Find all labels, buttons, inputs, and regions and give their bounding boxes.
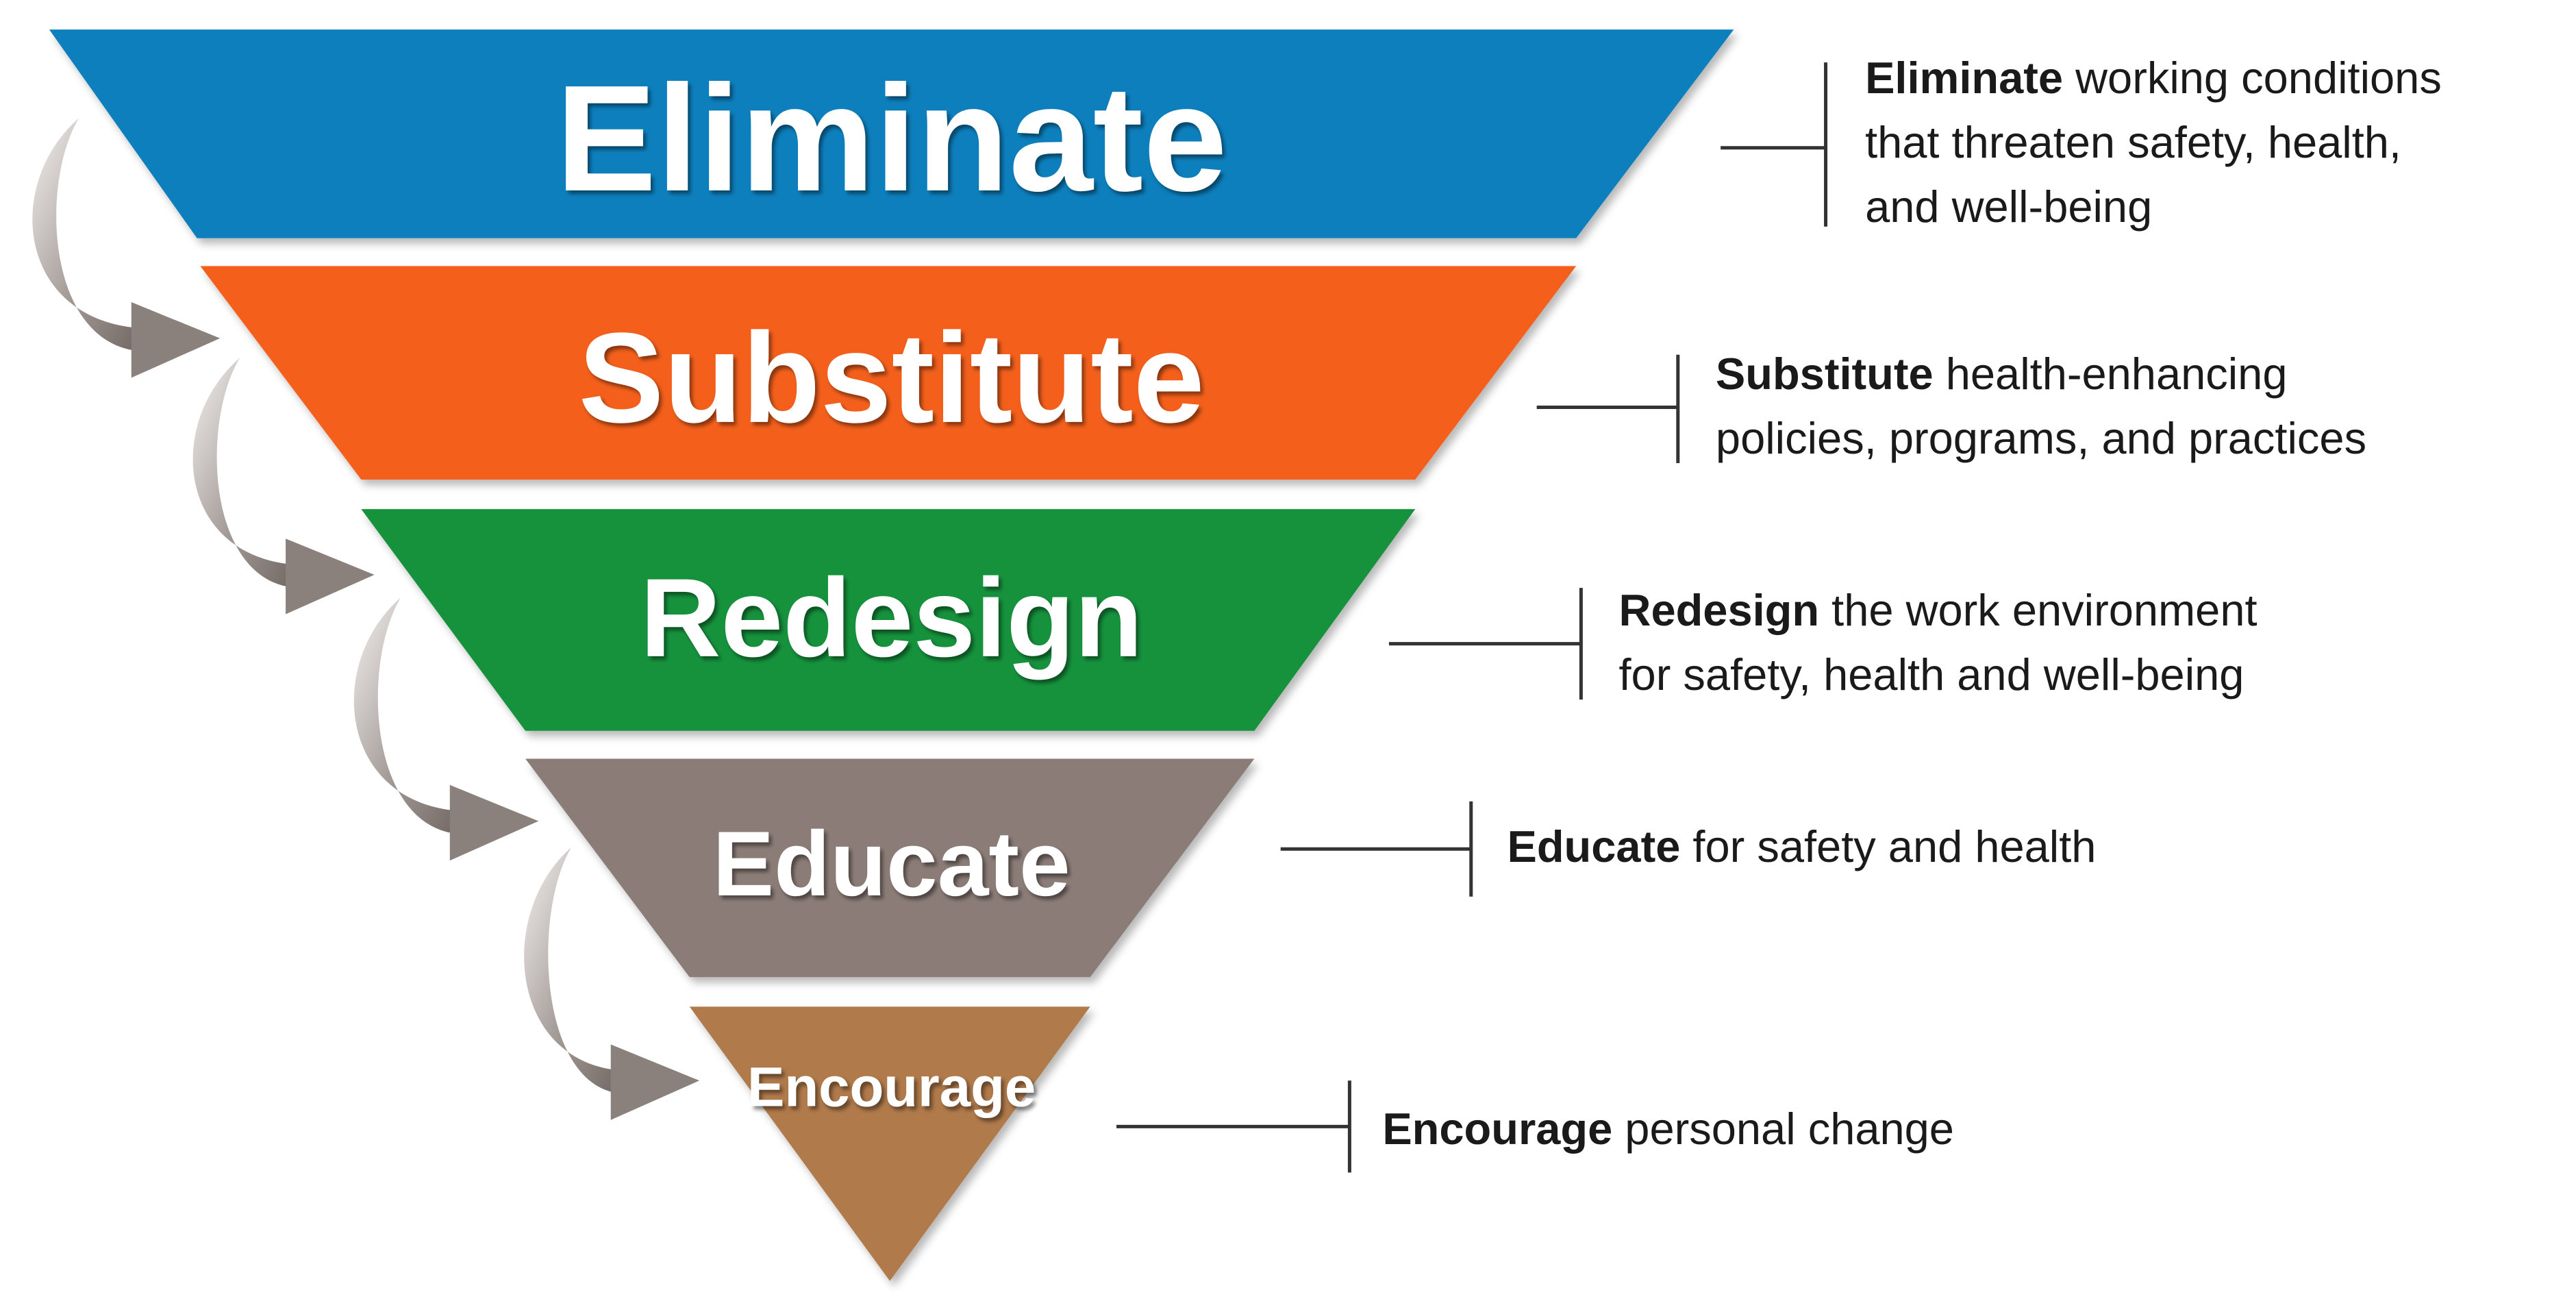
description-redesign: Redesign the work environment for safety,… [1619,578,2258,707]
description-keyword: Redesign [1618,584,1820,635]
level-encourage: Encourage [689,1006,1090,1281]
description-encourage: Encourage personal change [1382,1097,1954,1161]
level-eliminate: Eliminate [49,29,1734,238]
level-title: Redesign [640,555,1143,680]
description-text: health-enhancing [1933,348,2288,399]
description-line: Encourage personal change [1382,1097,1954,1161]
curved-arrow-3 [353,597,539,861]
description-text: personal change [1612,1104,1954,1154]
description-substitute: Substitute health-enhancing policies, pro… [1716,342,2366,471]
description-text: for safety, health and well-being [1618,649,2244,699]
description-line: Educate for safety and health [1508,815,2097,879]
level-substitute: Substitute [200,266,1577,480]
arrow-shaft [32,118,145,351]
description-keyword: Substitute [1715,348,1934,399]
connector-bracket [1388,588,1583,700]
level-title: Educate [713,813,1071,915]
description-text: for safety and health [1680,821,2097,871]
description-keyword: Educate [1507,821,1681,871]
level-educate: Educate [525,758,1255,978]
curved-arrow-1 [32,118,221,378]
arrow-head [286,538,375,615]
description-line: Redesign the work environment [1619,578,2258,643]
level-title: Encourage [747,1056,1036,1118]
connector-bracket [1116,1080,1351,1173]
connector-bracket [1536,354,1680,463]
description-text: policies, programs, and practices [1715,412,2367,463]
level-band [689,1006,1090,1281]
description-text: that threaten safety, health, [1865,117,2401,168]
description-keyword: Eliminate [1865,53,2064,103]
level-band [49,29,1734,238]
curved-arrow-2 [192,358,375,615]
connector-bracket [1280,801,1473,897]
level-band [200,266,1577,480]
arrow-head [131,302,221,378]
level-band [525,758,1255,978]
description-text: and well-being [1865,182,2153,232]
description-line: for safety, health and well-being [1619,643,2258,707]
curved-arrow-4 [524,847,700,1120]
description-eliminate: Eliminate working conditions that threate… [1865,46,2442,239]
description-keyword: Encourage [1382,1104,1613,1154]
arrow-shaft [353,597,463,834]
description-line: Eliminate working conditions [1865,46,2442,110]
description-line: Substitute health-enhancing [1716,342,2366,406]
connector-bracket [1721,62,1828,227]
level-redesign: Redesign [361,509,1416,731]
level-title: Eliminate [555,53,1227,223]
description-educate: Educate for safety and health [1508,815,2097,879]
description-line: and well-being [1865,175,2442,239]
description-text: the work environment [1819,584,2258,635]
description-line: that threaten safety, health, [1865,110,2442,175]
level-band [361,509,1416,731]
description-line: policies, programs, and practices [1716,406,2366,471]
arrow-head [449,784,539,861]
arrow-shaft [524,847,624,1094]
arrow-shaft [192,358,299,588]
level-title: Substitute [579,306,1205,449]
arrow-head [610,1044,700,1120]
description-text: working conditions [2063,53,2442,103]
